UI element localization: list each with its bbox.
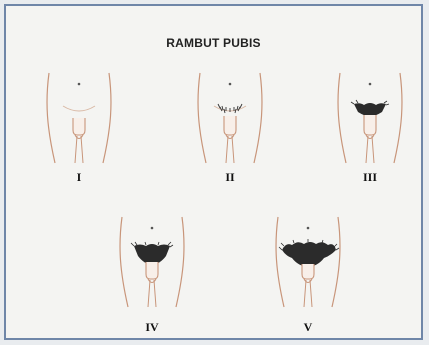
diagram-frame: RAMBUT PUBIS I II III (4, 4, 423, 340)
diagram-title: RAMBUT PUBIS (6, 36, 421, 50)
stage-1-figure (43, 68, 115, 168)
stage-4-figure (116, 212, 188, 312)
stage-5-label: V (293, 320, 323, 335)
stage-1-label: I (64, 170, 94, 185)
stage-2-figure (194, 68, 266, 168)
stage-5-figure (272, 212, 344, 312)
stage-4-label: IV (137, 320, 167, 335)
stage-3-label: III (355, 170, 385, 185)
stage-3-figure (334, 68, 406, 168)
stage-2-label: II (215, 170, 245, 185)
